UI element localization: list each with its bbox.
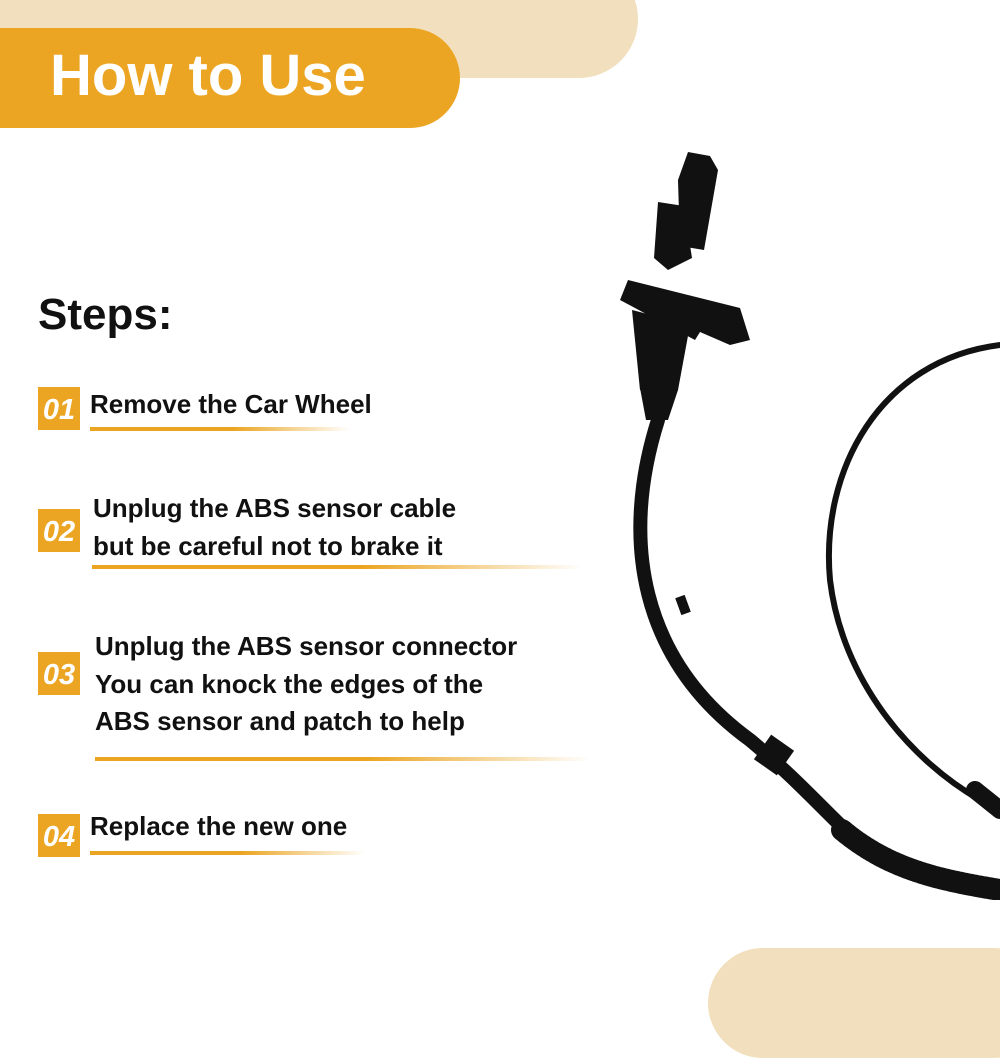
step-number-badge: 03 <box>38 652 80 695</box>
step-number-badge: 04 <box>38 814 80 857</box>
abs-sensor-image <box>620 152 1000 900</box>
step-text: Replace the new one <box>90 811 348 841</box>
step-underline <box>92 565 582 569</box>
step-text: Remove the Car Wheel <box>90 389 372 419</box>
step-number-badge: 01 <box>38 387 80 430</box>
page-title: How to Use <box>50 43 366 108</box>
header-banner <box>0 28 460 128</box>
step-underline <box>90 851 365 855</box>
step-underline <box>95 757 590 761</box>
step-underline <box>90 427 350 431</box>
steps-heading: Steps: <box>38 290 173 339</box>
step-number-badge: 02 <box>38 509 80 552</box>
decorative-pill <box>708 948 1000 1058</box>
